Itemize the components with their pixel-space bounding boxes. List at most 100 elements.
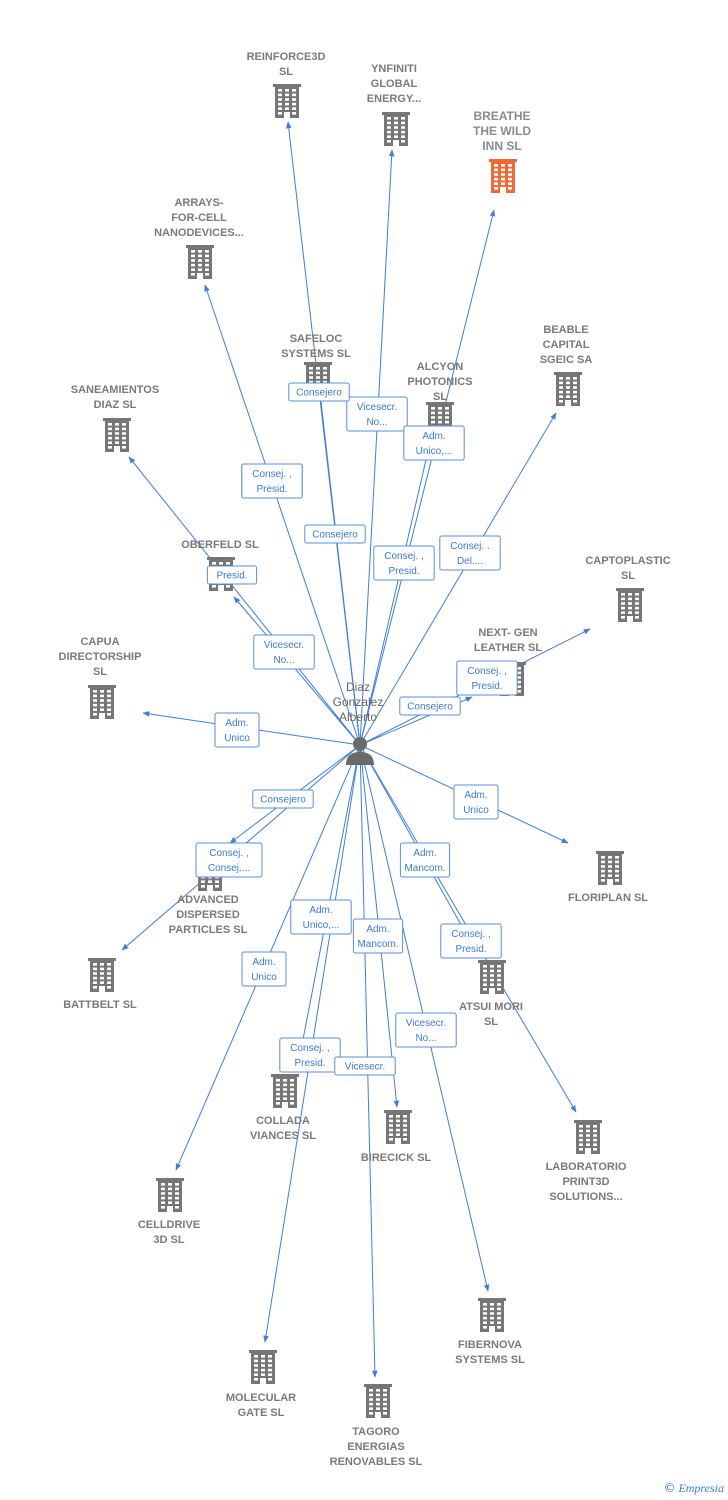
relation-label-captoplastic[interactable]: Consej. ,Presid. — [456, 660, 518, 696]
relation-label-fibernova[interactable]: Vicesecr.No... — [395, 1012, 457, 1048]
relation-label-breathe[interactable]: Consej. ,Presid. — [373, 545, 435, 581]
relation-text: Presid. — [455, 944, 486, 955]
relation-label-alcyon[interactable]: Adm.Unico,... — [403, 425, 465, 461]
company-label: ENERGIAS — [347, 1441, 404, 1453]
relation-text: Presid. — [294, 1058, 325, 1069]
company-label: CAPTOPLASTIC — [585, 555, 670, 567]
building-icon — [478, 960, 506, 994]
relation-label-advanced[interactable]: Consejero — [252, 789, 314, 809]
company-node-birecick[interactable]: BIRECICK SL — [361, 1110, 432, 1164]
relation-label-collada[interactable]: Adm. Unico,... — [290, 899, 352, 935]
company-label: SYSTEMS SL — [281, 348, 351, 360]
company-label: VIANCES SL — [250, 1130, 316, 1142]
building-icon — [384, 1110, 412, 1144]
relation-text: Consejero — [312, 530, 358, 541]
relation-text: Adm. — [309, 905, 332, 916]
relation-label-laboratorio[interactable]: Consej. ,Presid. — [440, 923, 502, 959]
company-node-floriplan[interactable]: FLORIPLAN SL — [568, 851, 648, 904]
relation-label-capua[interactable]: Adm.Unico — [214, 712, 260, 748]
company-label: CAPUA — [80, 636, 119, 648]
company-label: SL — [93, 666, 107, 678]
relation-text: No... — [273, 655, 294, 666]
relation-text: Vicesecr. — [264, 640, 304, 651]
relation-label-tagoro[interactable]: Vicesecr. — [334, 1056, 396, 1076]
relation-labels-layer: Consej. , Presid. Vicesecr. No... Consej. , P… — [195, 382, 518, 1076]
company-label: SGEIC SA — [540, 354, 593, 366]
company-label: FOR-CELL — [171, 212, 227, 224]
edge-arrays — [204, 284, 361, 746]
edge-ynfiniti — [359, 149, 395, 746]
relation-text: Presid. — [256, 484, 287, 495]
relation-text: Consej. . — [450, 541, 489, 552]
relation-text: Adm. — [252, 957, 275, 968]
relation-label-birecick[interactable]: Adm.Mancom. — [352, 918, 404, 954]
relation-label-molecular[interactable]: Consej. ,Presid. — [279, 1037, 341, 1073]
relation-label-celldrive[interactable]: Adm. Unico — [241, 951, 287, 987]
building-icon — [596, 851, 624, 885]
building-icon — [273, 84, 301, 118]
relation-text: Consej. , — [384, 551, 423, 562]
company-label: GATE SL — [238, 1407, 285, 1419]
company-node-laboratorio[interactable]: LABORATORIOPRINT3DSOLUTIONS... — [546, 1120, 627, 1203]
company-node-battbelt[interactable]: BATTBELT SL — [63, 958, 137, 1011]
footer-brand[interactable]: © Empresia — [663, 1481, 724, 1496]
relation-label-battbelt[interactable]: Consej. ,Consej.... — [195, 842, 263, 878]
relation-text: Vicesecr. — [406, 1018, 446, 1029]
relation-text: Consej. , — [252, 469, 291, 480]
relation-text: Unico — [224, 733, 250, 744]
company-label: GLOBAL — [371, 78, 418, 90]
relation-text: Presid. — [471, 681, 502, 692]
edge-oberfeld — [233, 596, 361, 746]
company-label: FIBERNOVA — [458, 1339, 522, 1351]
relation-label-nextgen[interactable]: Consejero — [399, 696, 461, 716]
relation-label-floriplan[interactable]: Adm.Unico — [453, 784, 499, 820]
building-icon — [489, 159, 517, 193]
relation-text: Unico — [251, 972, 277, 983]
relation-text: Vicesecr. — [357, 402, 397, 413]
relation-label-saneamientos[interactable]: Presid. — [206, 565, 258, 585]
company-node-ynfiniti[interactable]: YNFINITIGLOBALENERGY... — [367, 63, 421, 146]
relation-text: Mancom. — [404, 863, 445, 874]
edge-saneamientos — [128, 456, 361, 746]
company-label: SL — [279, 66, 293, 78]
relation-label-arrays[interactable]: Consej. , Presid. — [241, 463, 303, 499]
company-label: TAGORO — [352, 1426, 400, 1438]
edge-breathe — [359, 209, 496, 746]
company-node-arrays[interactable]: ARRAYS-FOR-CELLNANODEVICES... — [154, 197, 244, 279]
relation-text: Unico — [463, 805, 489, 816]
relation-text: Unico,... — [303, 920, 340, 931]
relation-label-safeloc[interactable]: Consejero — [304, 524, 366, 544]
building-icon — [186, 245, 214, 279]
relation-label-ynfiniti[interactable]: Vicesecr.No... — [346, 396, 408, 432]
company-label: BATTBELT SL — [63, 999, 137, 1011]
relation-label-beable[interactable]: Consej. .Del.... — [439, 535, 501, 571]
relation-label-atsui[interactable]: Adm.Mancom. — [399, 842, 451, 878]
building-icon — [478, 1298, 506, 1332]
company-label: ALCYON — [417, 361, 464, 373]
company-label: LABORATORIO — [546, 1161, 627, 1173]
brand-name: Empresia — [678, 1481, 724, 1495]
company-label: SOLUTIONS... — [549, 1191, 622, 1203]
company-label: NANODEVICES... — [154, 227, 244, 239]
company-label: SL — [433, 391, 447, 403]
person-name: Alberto — [339, 710, 377, 724]
building-icon — [156, 1178, 184, 1212]
relation-label-safeloc[interactable]: Consejero — [288, 382, 350, 402]
person-name: Diaz — [346, 680, 370, 694]
company-label: BIRECICK SL — [361, 1152, 432, 1164]
relation-label-oberfeld[interactable]: Vicesecr. No... — [253, 634, 315, 670]
